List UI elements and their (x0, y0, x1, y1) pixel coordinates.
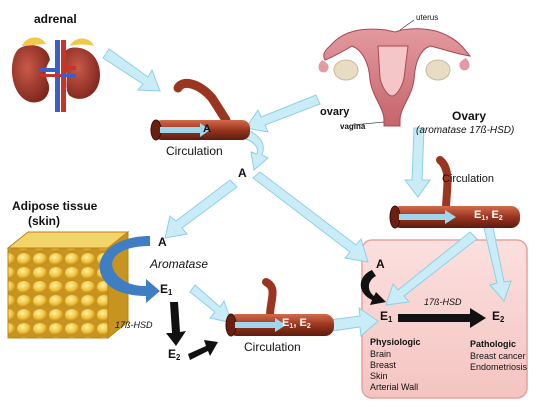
physiologic-item: Arterial Wall (370, 382, 418, 393)
uterus-label: uterus (416, 14, 438, 22)
arrow-vessel-curve-to-hub (246, 130, 268, 170)
target-E2: E (492, 309, 500, 323)
pathologic-list: Breast cancer Endometriosis (470, 351, 527, 373)
arrow-ovary-to-right-vessel (405, 128, 430, 197)
arrow-E1-to-E2-left (166, 302, 186, 346)
physiologic-item: Skin (370, 371, 418, 382)
vagina-label: vagina (340, 123, 365, 131)
target-E2-sub: 2 (500, 315, 504, 324)
blood-vessel-bottom (226, 282, 334, 336)
adipose-E1-label: E1 (160, 283, 172, 297)
arrow-adrenal-to-vessel (103, 49, 160, 91)
blood-vessel-top (151, 83, 250, 140)
aromatase-label: Aromatase (150, 258, 208, 270)
adipose-E2: E (168, 347, 176, 361)
target-E1-sub: 1 (388, 315, 392, 324)
vessel-right-E2-sub: 2 (499, 214, 503, 222)
arrow-hub-to-target (253, 172, 368, 262)
target-E2-label: E2 (492, 310, 504, 324)
hub-A-label: A (238, 167, 247, 179)
target-A-label: A (376, 258, 385, 270)
vessel-top-A-label: A (203, 124, 211, 135)
vessel-right-sep: , (485, 209, 488, 221)
hsd-left-label: 17ß-HSD (115, 321, 153, 330)
target-E1: E (380, 309, 388, 323)
pathologic-title: Pathologic (470, 340, 516, 349)
arrow-hub-to-adipose (165, 180, 237, 238)
pathologic-item: Endometriosis (470, 362, 527, 373)
pathologic-item: Breast cancer (470, 351, 527, 362)
vessel-bottom-sep: , (293, 317, 296, 329)
vessel-right-estrogens-label: E1, E2 (474, 210, 503, 222)
circulation-top-label: Circulation (166, 145, 223, 157)
adipose-title-line2: (skin) (28, 215, 60, 227)
vessel-bottom-E2: E (299, 317, 306, 329)
arrow-adipose-to-bottom-vessel (190, 285, 232, 323)
vessel-right-E2: E (491, 209, 498, 221)
adipose-E2-label: E2 (168, 348, 180, 362)
circulation-right-label: Circulation (442, 174, 494, 185)
circulation-bottom-label: Circulation (244, 341, 301, 353)
physiologic-list: Brain Breast Skin Arterial Wall (370, 349, 418, 393)
physiologic-item: Breast (370, 360, 418, 371)
ovary-left-label: ovary (320, 107, 349, 118)
ovary-right-enzyme-label: (aromatase 17ß-HSD) (416, 126, 514, 136)
adrenal-label: adrenal (34, 13, 77, 25)
vessel-bottom-estrogens-label: E1, E2 (282, 318, 311, 330)
physiologic-item: Brain (370, 349, 418, 360)
ovary-right-label: Ovary (452, 110, 486, 122)
vessel-bottom-E2-sub: 2 (307, 322, 311, 330)
target-E1-label: E1 (380, 310, 392, 324)
adipose-E1-sub: 1 (168, 288, 172, 297)
hsd-target-label: 17ß-HSD (424, 298, 462, 307)
adipose-A-label: A (158, 236, 167, 248)
arrow-E2-to-vessel (188, 340, 218, 360)
adrenal-kidneys-illustration (12, 37, 100, 112)
physiologic-title: Physiologic (370, 338, 421, 347)
adipose-E2-sub: 2 (176, 353, 180, 362)
adipose-title-line1: Adipose tissue (12, 200, 97, 212)
adipose-E1: E (160, 282, 168, 296)
arrow-ovary-to-vessel (246, 95, 320, 132)
